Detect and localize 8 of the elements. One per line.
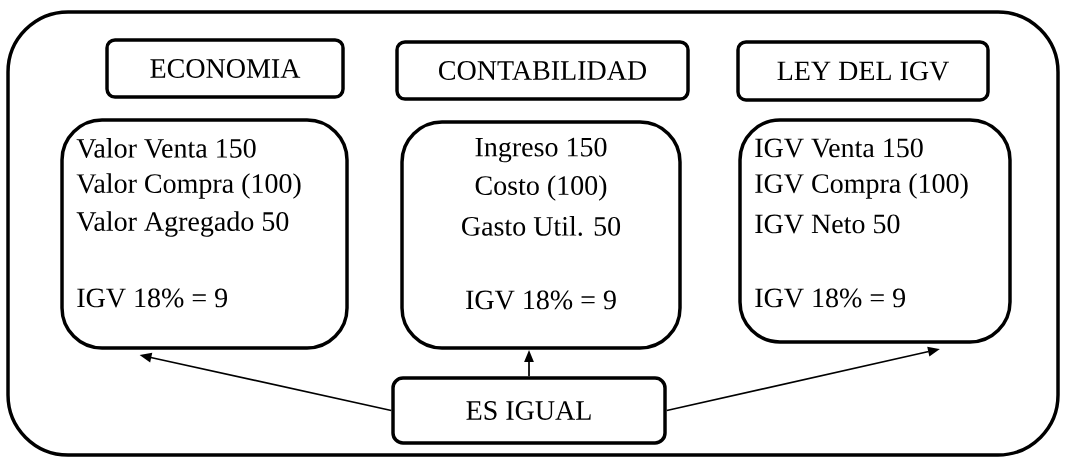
outer-frame [6,10,1060,457]
content-box: IGV Venta 150 IGV Compra (100) IGV Neto 50 IGV 18% = 9 [738,118,1012,344]
label-box: ES IGUAL [391,376,667,445]
content-box: Valor Venta 150 Valor Compra (100) Valor Agregado 50 IGV 18% = 9 [60,118,349,350]
header-box: LEY DEL IGV [736,40,990,102]
content-box: Ingreso 150 Costo (100) Gasto Util. 50 IGV 18% = 9 [400,120,682,350]
header-box: CONTABILIDAD [395,40,690,101]
header-box: ECONOMIA [105,38,345,99]
